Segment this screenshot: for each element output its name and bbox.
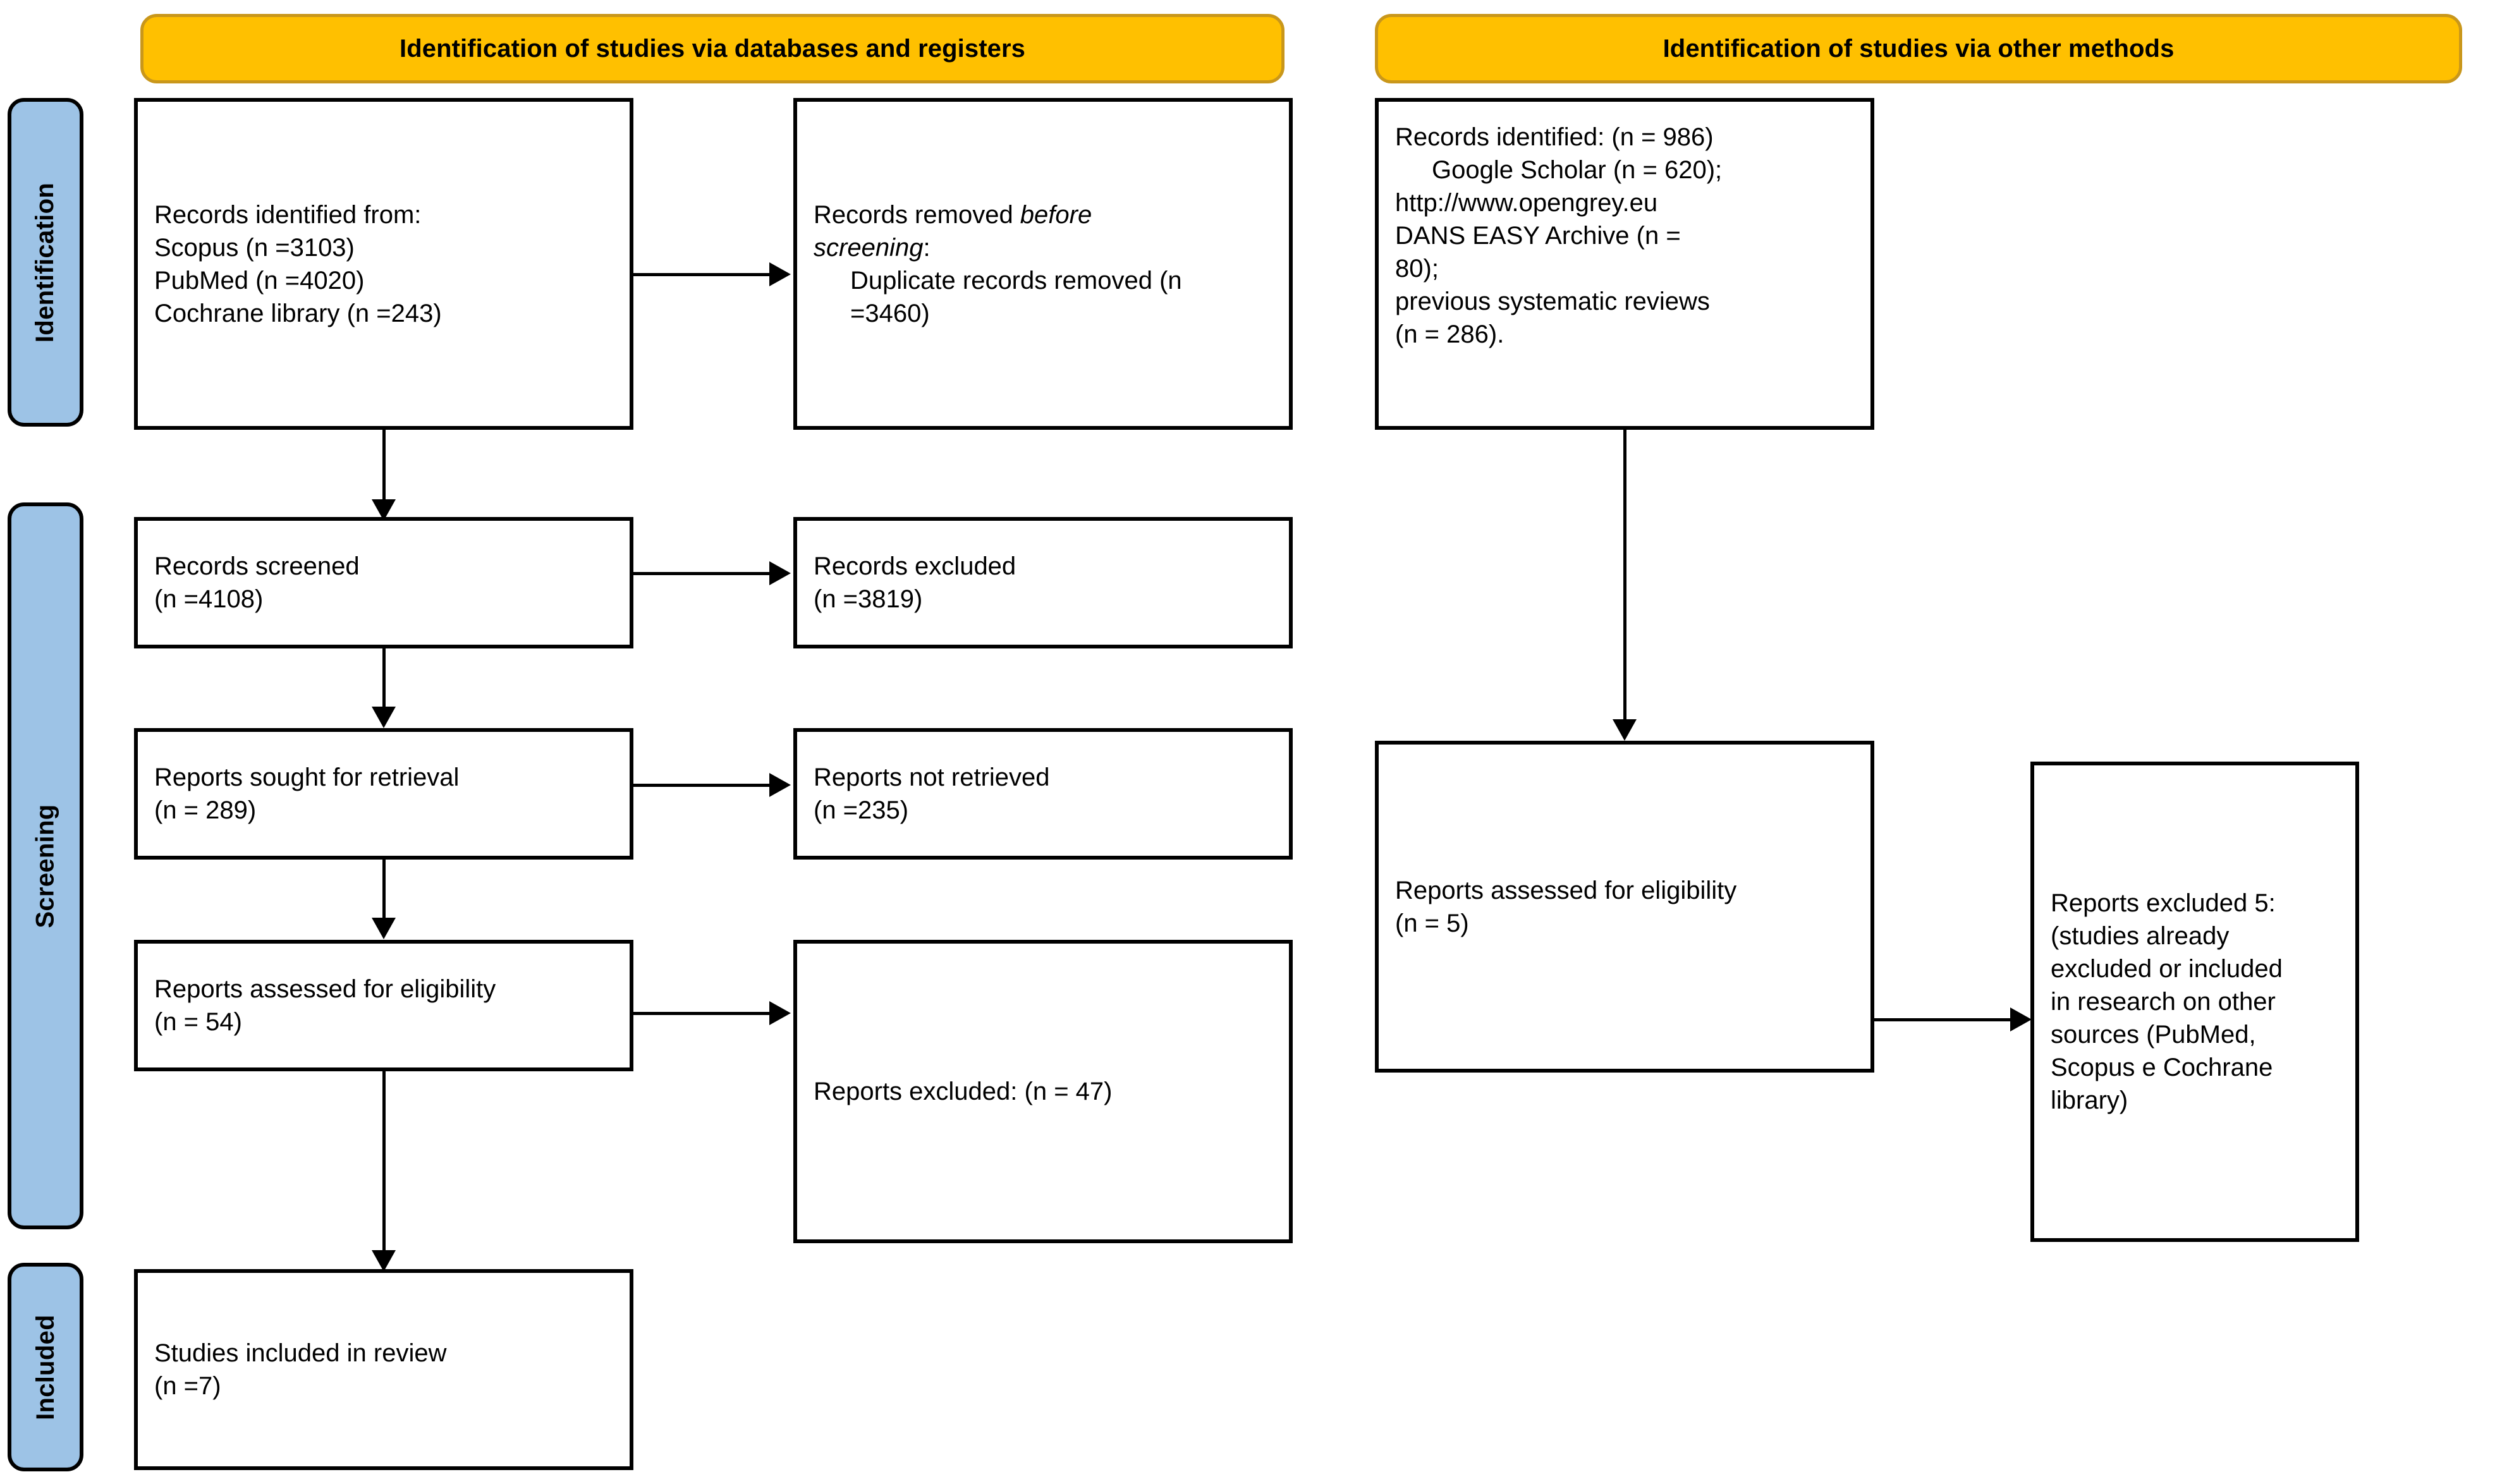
other-excluded-line-2: (studies already xyxy=(2051,922,2230,950)
other-excluded-line-4: in research on other xyxy=(2051,988,2276,1016)
box-reports-assessed-for-eligibility-other: Reports assessed for eligibility (n = 5) xyxy=(1375,741,1874,1073)
records-removed-line-3: Duplicate records removed (n xyxy=(850,266,1182,295)
box-records-identified-from-databases: Records identified from: Scopus (n =3103… xyxy=(134,98,633,430)
banner-other-methods: Identification of studies via other meth… xyxy=(1375,14,2462,83)
reports-sought-line-2: (n = 289) xyxy=(154,796,257,824)
box-reports-excluded: Reports excluded: (n = 47) xyxy=(793,940,1293,1243)
records-identified-line-4: Cochrane library (n =243) xyxy=(154,299,442,327)
box-records-removed-before-screening: Records removed before screening: Duplic… xyxy=(793,98,1293,430)
connector-other-identified-to-assessed xyxy=(1623,430,1626,724)
reports-excluded-line-1: Reports excluded: (n = 47) xyxy=(814,1078,1113,1105)
records-removed-line-4: =3460) xyxy=(850,299,930,327)
other-excluded-line-1: Reports excluded 5: xyxy=(2051,889,2276,917)
other-excluded-line-5: sources (PubMed, xyxy=(2051,1021,2256,1049)
other-excluded-line-3: excluded or included xyxy=(2051,955,2283,983)
records-removed-before-italic: before xyxy=(1020,200,1092,229)
records-identified-line-1: Records identified from: xyxy=(154,200,422,229)
other-identified-line-4: DANS EASY Archive (n = xyxy=(1395,222,1681,250)
arrowhead-assessed-to-included xyxy=(372,1250,396,1272)
stage-label-included-text: Included xyxy=(31,1314,59,1420)
connector-assessed-to-included xyxy=(382,1071,386,1255)
banner-databases-and-registers: Identification of studies via databases … xyxy=(140,14,1284,83)
connector-screened-to-sought xyxy=(382,648,386,712)
other-identified-line-7: (n = 286). xyxy=(1395,320,1504,348)
stage-label-included: Included xyxy=(8,1263,83,1471)
other-excluded-line-6: Scopus e Cochrane xyxy=(2051,1054,2273,1081)
records-identified-line-3: PubMed (n =4020) xyxy=(154,266,365,295)
other-identified-line-2: Google Scholar (n = 620); xyxy=(1432,156,1723,184)
records-excluded-line-1: Records excluded xyxy=(814,552,1016,580)
stage-label-screening-text: Screening xyxy=(31,803,59,928)
connector-identified-to-removed xyxy=(633,273,769,276)
studies-included-line-2: (n =7) xyxy=(154,1372,221,1400)
connector-other-assessed-to-excluded xyxy=(1874,1018,2010,1021)
box-records-identified-other-methods: Records identified: (n = 986) Google Sch… xyxy=(1375,98,1874,430)
arrowhead-identified-to-removed xyxy=(769,262,791,286)
arrowhead-screened-to-sought xyxy=(372,707,396,728)
records-screened-line-2: (n =4108) xyxy=(154,585,264,613)
other-assessed-line-1: Reports assessed for eligibility xyxy=(1395,876,1737,904)
other-identified-line-1: Records identified: (n = 986) xyxy=(1395,123,1714,151)
arrowhead-sought-to-not-retrieved xyxy=(769,773,791,797)
records-removed-line-2: screening: xyxy=(814,231,1272,264)
arrowhead-other-identified-to-assessed xyxy=(1613,719,1637,741)
records-removed-prefix: Records removed xyxy=(814,200,1020,229)
records-removed-screening-italic: screening xyxy=(814,233,924,262)
records-excluded-line-2: (n =3819) xyxy=(814,585,923,613)
other-identified-line-6: previous systematic reviews xyxy=(1395,288,1710,315)
arrowhead-screened-to-excluded xyxy=(769,561,791,585)
arrowhead-assessed-to-excluded xyxy=(769,1001,791,1025)
connector-identified-to-screened xyxy=(382,430,386,504)
arrowhead-other-assessed-to-excluded xyxy=(2010,1007,2032,1031)
records-identified-line-2: Scopus (n =3103) xyxy=(154,233,355,262)
arrowhead-sought-to-assessed xyxy=(372,918,396,939)
records-screened-line-1: Records screened xyxy=(154,552,360,580)
reports-not-retrieved-line-2: (n =235) xyxy=(814,796,909,824)
other-excluded-line-7: library) xyxy=(2051,1086,2128,1114)
stage-label-identification: Identification xyxy=(8,98,83,427)
connector-assessed-to-excluded xyxy=(633,1012,769,1015)
box-records-excluded: Records excluded (n =3819) xyxy=(793,517,1293,648)
stage-label-identification-text: Identification xyxy=(31,182,59,343)
other-identified-line-3: http://www.opengrey.eu xyxy=(1395,189,1658,217)
stage-label-screening: Screening xyxy=(8,502,83,1229)
box-reports-not-retrieved: Reports not retrieved (n =235) xyxy=(793,728,1293,860)
box-reports-assessed-for-eligibility: Reports assessed for eligibility (n = 54… xyxy=(134,940,633,1071)
other-assessed-line-2: (n = 5) xyxy=(1395,909,1469,937)
reports-assessed-line-2: (n = 54) xyxy=(154,1008,242,1036)
box-studies-included-in-review: Studies included in review (n =7) xyxy=(134,1269,633,1470)
reports-assessed-line-1: Reports assessed for eligibility xyxy=(154,975,496,1003)
connector-screened-to-excluded xyxy=(633,572,769,575)
reports-sought-line-1: Reports sought for retrieval xyxy=(154,763,460,791)
banner-databases-label: Identification of studies via databases … xyxy=(399,34,1026,63)
box-reports-sought-for-retrieval: Reports sought for retrieval (n = 289) xyxy=(134,728,633,860)
connector-sought-to-not-retrieved xyxy=(633,784,769,787)
box-records-screened: Records screened (n =4108) xyxy=(134,517,633,648)
banner-other-methods-label: Identification of studies via other meth… xyxy=(1663,34,2175,63)
reports-not-retrieved-line-1: Reports not retrieved xyxy=(814,763,1050,791)
records-removed-colon: : xyxy=(923,233,931,262)
box-reports-excluded-other: Reports excluded 5: (studies already exc… xyxy=(2030,762,2359,1242)
records-removed-line-1: Records removed before xyxy=(814,198,1272,231)
studies-included-line-1: Studies included in review xyxy=(154,1339,447,1367)
connector-sought-to-assessed xyxy=(382,860,386,923)
other-identified-line-5: 80); xyxy=(1395,255,1439,283)
